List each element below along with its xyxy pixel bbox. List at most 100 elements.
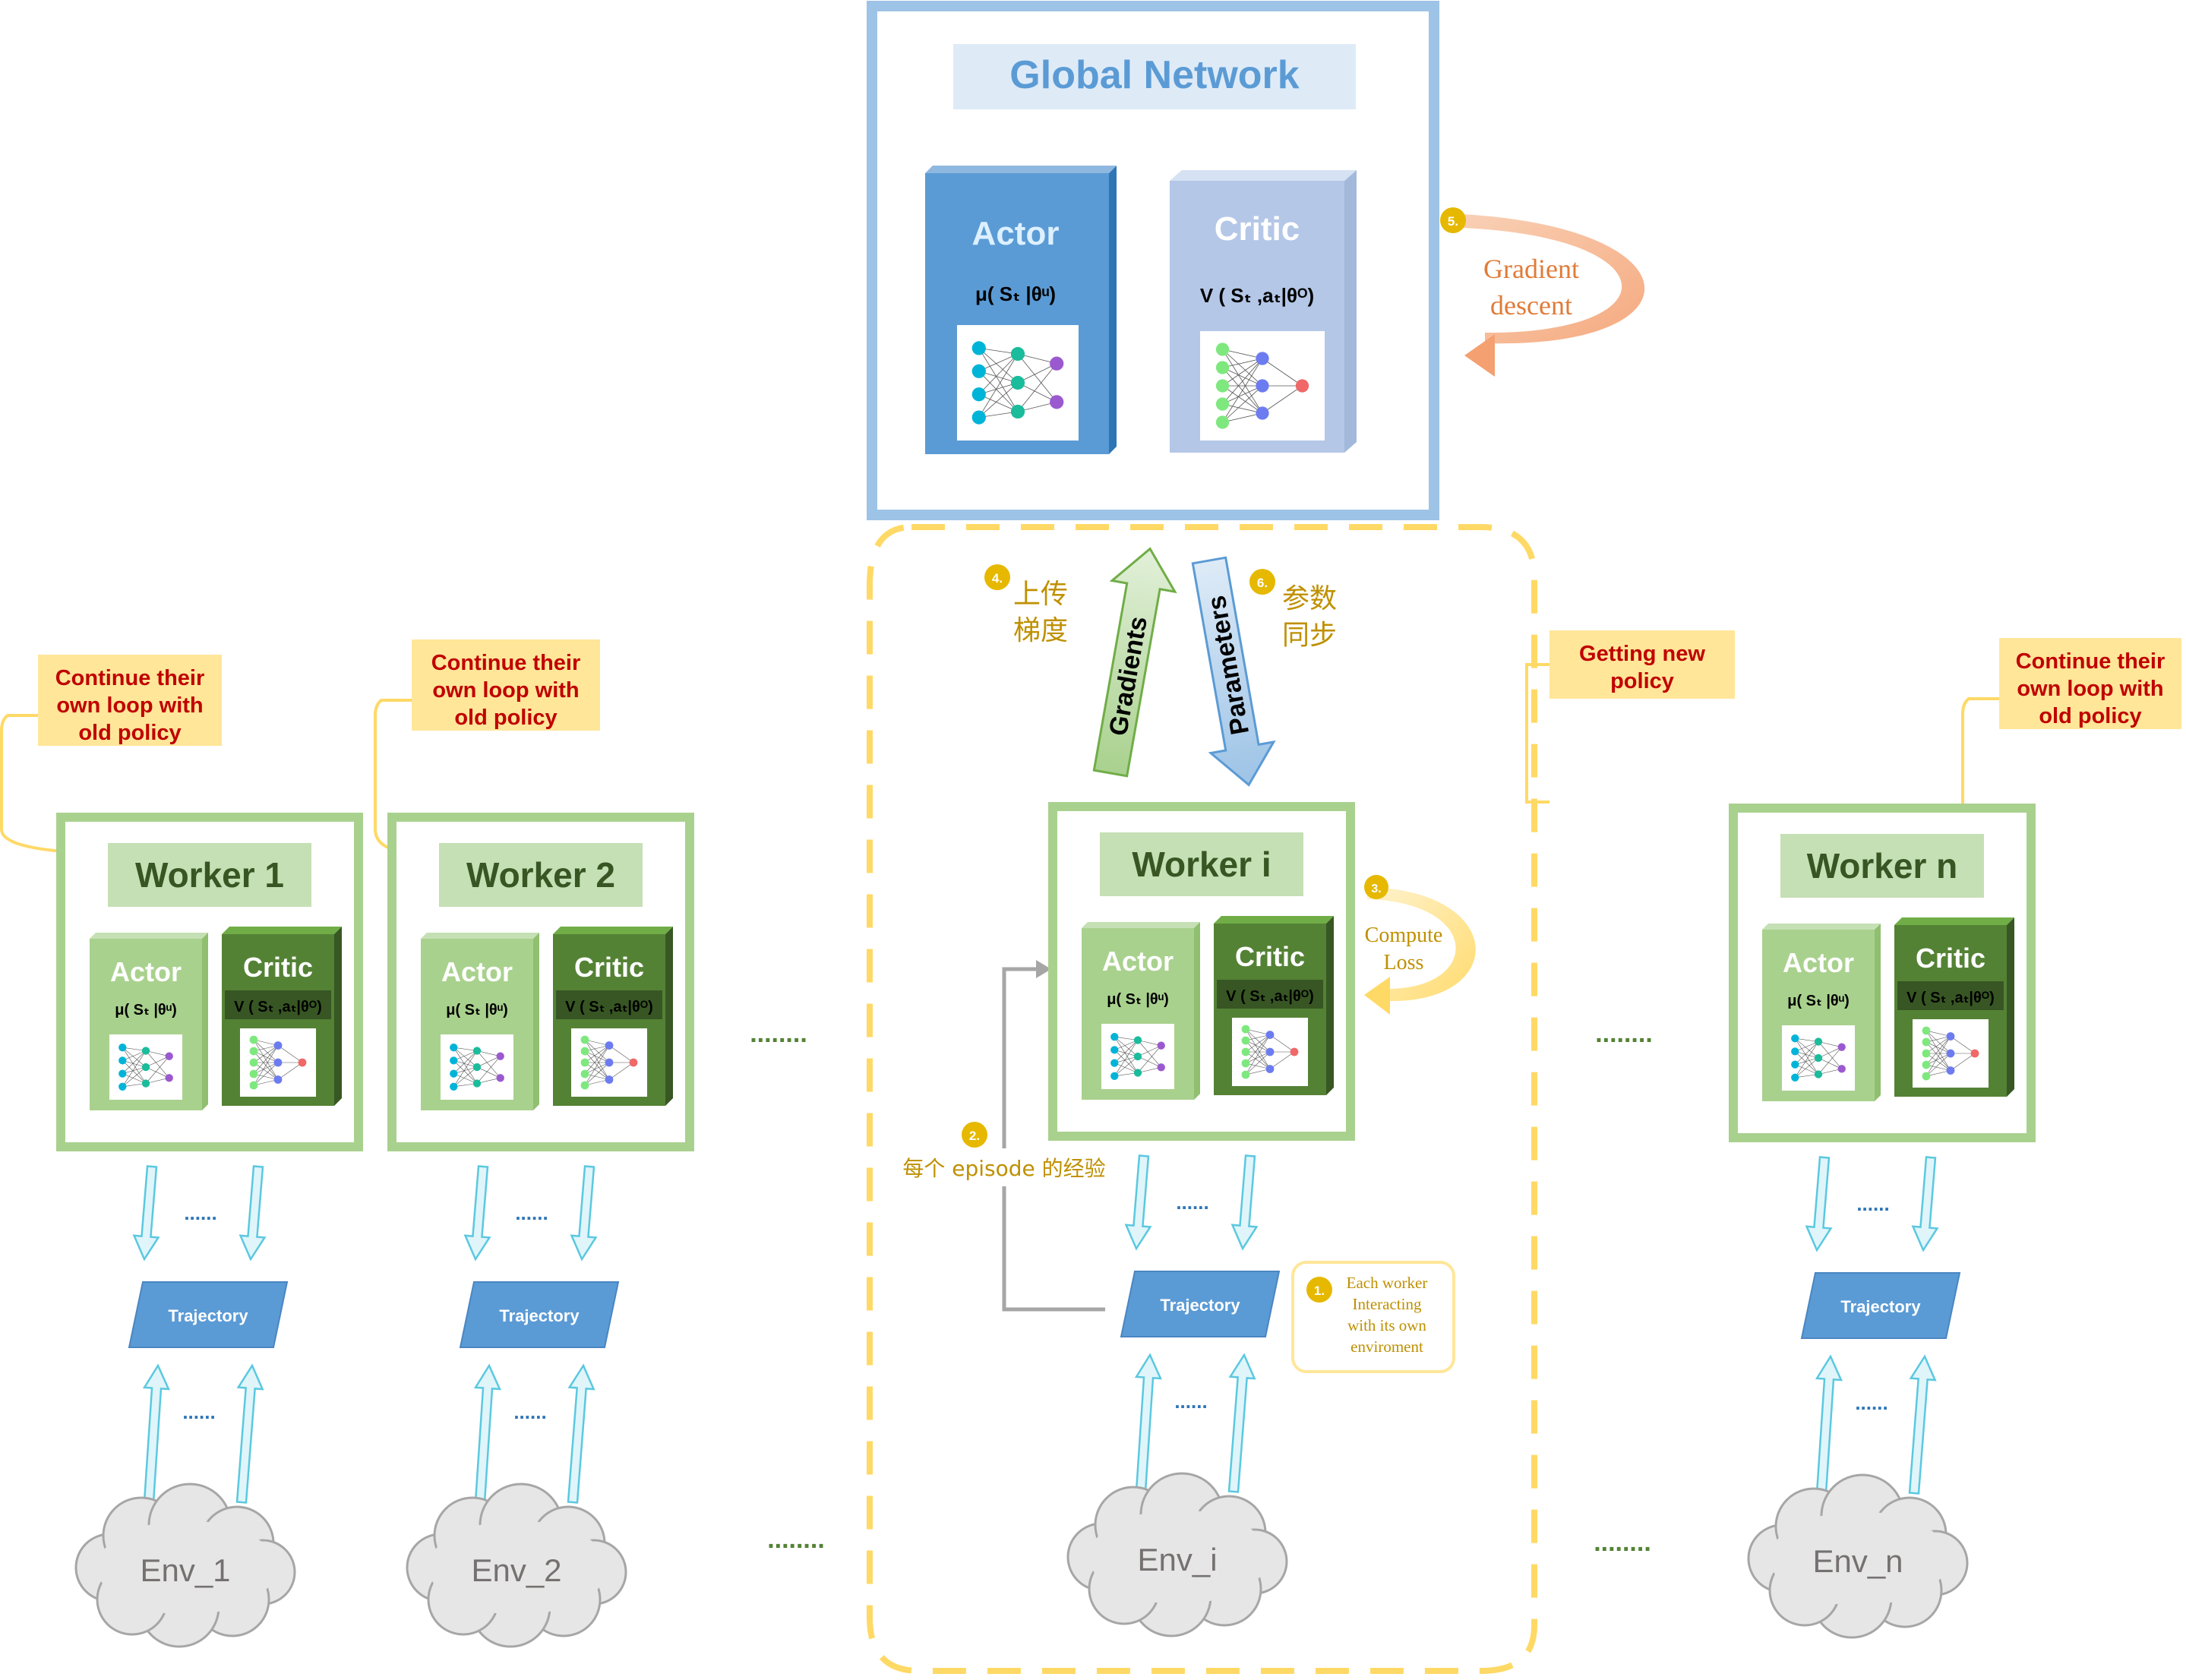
small-ellipsis: ...... [513,1401,546,1423]
global-network-title-bg [953,44,1356,109]
small-ellipsis: ...... [1856,1192,1889,1215]
svg-text:4.: 4. [992,571,1003,586]
worker-actor-formula: μ( Sₜ |θᵘ) [1787,993,1850,1009]
trajectory-label: Trajectory [1160,1296,1240,1315]
step5-badge: 5. [1440,207,1466,233]
step6-label: 6. 参数 同步 [1249,569,1337,651]
worker-3-title: Worker i [1132,845,1271,884]
svg-text:with its own: with its own [1347,1316,1426,1334]
small-ellipsis: ...... [182,1401,215,1423]
worker-3-trajectory: Trajectory [1120,1271,1281,1337]
worker-4-trajectory: Trajectory [1800,1272,1961,1339]
worker-to-trajectory-arrows: ...... [132,1165,267,1262]
env-3-cloud: Env_i [1066,1472,1288,1637]
env-to-trajectory-arrows: ...... [473,1363,595,1504]
worker-actor-formula: μ( Sₜ |θᵘ) [446,1002,508,1018]
env-label: Env_1 [140,1552,230,1588]
worker-note-line: old policy [78,721,181,745]
worker-i-dashed-region [867,524,1537,1674]
worker-note-line: old policy [454,706,557,730]
worker-actor-nn-icon [1110,1033,1165,1080]
env-label: Env_2 [471,1552,561,1588]
gradient-descent-line1: Gradient [1483,254,1579,284]
worker-1-actor: Actor μ( Sₜ |θᵘ) [90,933,208,1110]
worker-note-line: own loop with [2017,677,2163,701]
worker-actor-label: Actor [441,956,513,987]
compute-loss-arrow: Compute Loss 3. [1364,875,1476,1015]
svg-text:Interacting: Interacting [1353,1295,1422,1313]
worker-note-line: own loop with [432,678,579,703]
gradient-descent-line2: descent [1490,290,1572,321]
worker-critic-nn-icon [249,1035,307,1090]
worker-note-line: Continue their [55,666,205,690]
step4-label: 4. 上传 梯度 [984,564,1068,646]
worker-2-trajectory: Trajectory [459,1281,620,1348]
svg-text:6.: 6. [1257,576,1268,590]
worker-actor-formula: μ( Sₜ |θᵘ) [115,1002,177,1018]
worker-actor-label: Actor [110,956,182,987]
svg-text:2.: 2. [969,1129,980,1143]
trajectory-label: Trajectory [499,1306,580,1325]
worker-note-line: Continue their [2016,649,2165,674]
worker-note-line: Getting new [1579,642,1705,666]
experience-loop-arrow: 2. 每个 episode 的经验 [902,960,1107,1312]
svg-text:同步: 同步 [1282,620,1337,651]
worker-to-trajectory-arrows: ...... [1124,1154,1259,1251]
env-label: Env_i [1137,1542,1217,1577]
svg-text:Each worker: Each worker [1347,1274,1428,1292]
worker-note-line: Continue their [431,651,581,675]
trajectory-label: Trajectory [1840,1297,1921,1316]
workers-layer: Continue their own loop with old policyWor… [0,630,2181,1648]
global-actor-label: Actor [972,215,1060,252]
worker-to-trajectory-arrows: ...... [463,1165,598,1262]
small-ellipsis: ...... [1176,1191,1208,1214]
env-label: Env_n [1812,1543,1903,1579]
worker-critic-formula: V ( Sₜ ,aₜ|θᴼ) [1906,990,1995,1006]
trajectory-label: Trajectory [168,1306,248,1325]
env-to-trajectory-arrows: ...... [1134,1353,1256,1493]
worker-critic-label: Critic [574,952,644,983]
worker-critic-label: Critic [1235,941,1305,972]
worker-2-note: Continue their own loop with old policy [374,639,600,854]
svg-text:梯度: 梯度 [1013,615,1068,646]
worker-title-bg [1100,832,1303,896]
worker-note-line: old policy [2039,704,2141,728]
worker-actor-nn-icon [1791,1034,1846,1082]
worker-4-note: Continue their own loop with old policy [1745,638,2181,845]
gradients-up-arrow: Gradients [1092,547,1177,778]
svg-text:Loss: Loss [1384,951,1424,974]
global-actor-formula: μ( Sₜ |θᵘ) [975,283,1056,305]
global-critic-label: Critic [1215,210,1300,248]
env-to-trajectory-arrows: ...... [142,1363,264,1504]
step1-note: 1. Each worker Interacting with its own … [1291,1261,1455,1373]
worker-2-actor: Actor μ( Sₜ |θᵘ) [421,933,539,1110]
global-critic-formula: V ( Sₜ ,aₜ|θᴼ) [1200,284,1314,307]
worker-critic-nn-icon [580,1035,638,1090]
worker-2-title: Worker 2 [466,855,615,895]
ellipsis-workers-right: ........ [1595,1019,1653,1048]
worker-note-line: policy [1610,669,1674,693]
global-critic-block: Critic V ( Sₜ ,aₜ|θᴼ) [1170,170,1357,453]
worker-title-bg [439,843,643,907]
worker-actor-formula: μ( Sₜ |θᵘ) [1107,991,1169,1008]
env-1-cloud: Env_1 [74,1483,296,1648]
small-ellipsis: ...... [184,1202,216,1224]
ellipsis-envs-left: ........ [767,1525,825,1554]
global-actor-nn-icon [971,341,1064,425]
worker-critic-formula: V ( Sₜ ,aₜ|θᴼ) [1226,988,1314,1005]
svg-text:上传: 上传 [1013,579,1068,610]
worker-1-title: Worker 1 [135,855,284,895]
small-ellipsis: ...... [1174,1390,1207,1413]
worker-critic-nn-icon [1241,1025,1299,1079]
step2-text: 每个 episode 的经验 [902,1156,1105,1181]
svg-text:5.: 5. [1448,214,1458,229]
svg-text:Compute: Compute [1365,924,1443,947]
svg-text:1.: 1. [1314,1284,1325,1298]
